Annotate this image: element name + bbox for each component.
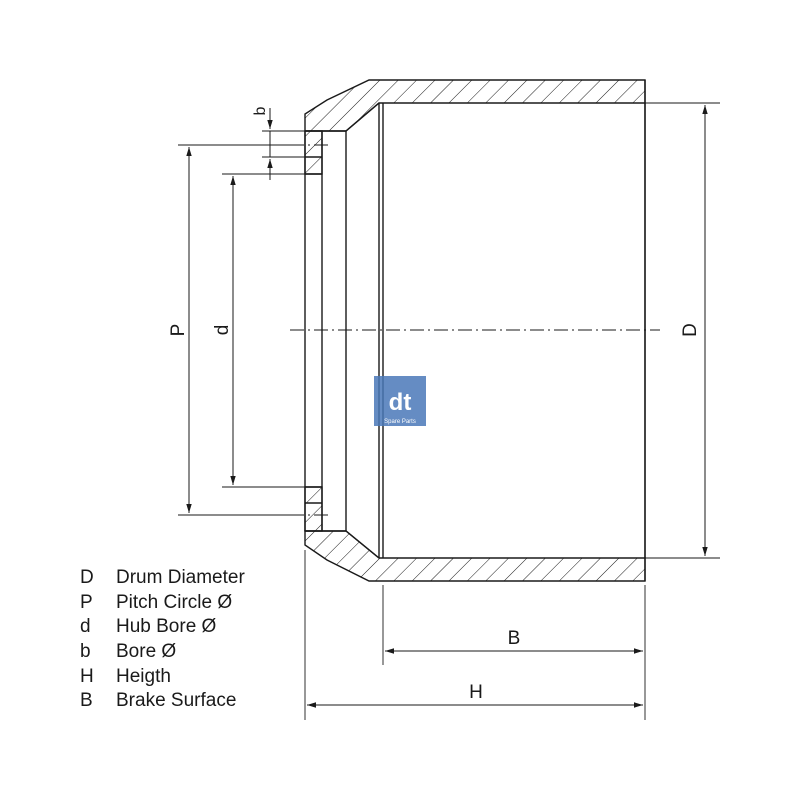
label-B: B xyxy=(508,628,521,649)
label-D: D xyxy=(680,323,701,337)
flange-top-section xyxy=(304,130,323,175)
legend-text: Pitch Circle Ø xyxy=(116,591,233,613)
legend-item-H: H Heigth xyxy=(80,664,245,689)
legend-text: Brake Surface xyxy=(116,690,237,712)
center-lines xyxy=(290,144,660,516)
logo-caption: Spare Parts xyxy=(384,419,416,425)
legend-item-P: P Pitch Circle Ø xyxy=(80,591,245,616)
legend-key: P xyxy=(80,591,93,613)
legend-key: B xyxy=(80,690,93,712)
legend-text: Hub Bore Ø xyxy=(116,616,217,638)
dimension-lines xyxy=(186,105,708,708)
legend-text: Bore Ø xyxy=(116,641,177,663)
dimension-legend: D Drum Diameter P Pitch Circle Ø d Hub B… xyxy=(80,566,245,714)
logo-mark: dt xyxy=(389,389,412,416)
label-P: P xyxy=(168,324,189,337)
legend-item-b: b Bore Ø xyxy=(80,640,245,665)
legend-key: H xyxy=(80,665,94,687)
dt-spare-parts-logo: dt Spare Parts xyxy=(374,376,426,426)
legend-key: d xyxy=(80,616,91,638)
legend-text: Drum Diameter xyxy=(116,567,245,589)
legend-item-D: D Drum Diameter xyxy=(80,566,245,591)
legend-key: D xyxy=(80,567,94,589)
legend-key: b xyxy=(80,641,91,663)
extension-lines xyxy=(178,102,720,720)
legend-text: Heigth xyxy=(116,665,171,687)
drum-section xyxy=(304,79,646,582)
label-H: H xyxy=(469,682,483,703)
label-b: b xyxy=(252,106,269,115)
flange-bottom-section xyxy=(304,486,323,532)
label-d: d xyxy=(212,325,233,336)
legend-item-B: B Brake Surface xyxy=(80,689,245,714)
legend-item-d: d Hub Bore Ø xyxy=(80,615,245,640)
